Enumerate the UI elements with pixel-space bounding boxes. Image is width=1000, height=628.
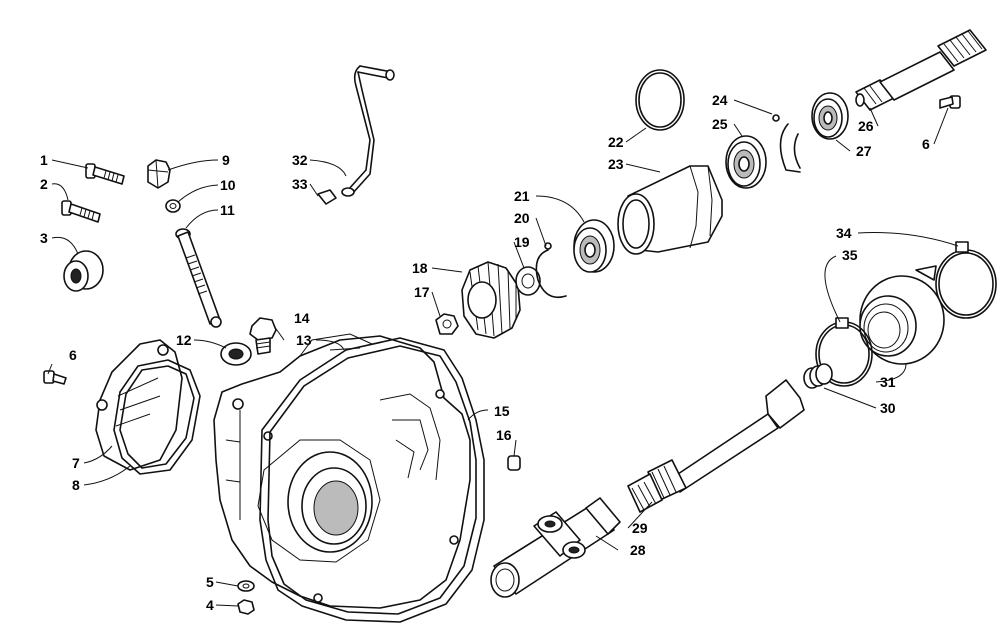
nut-part-4 <box>237 599 255 615</box>
cover-plate-part-7 <box>95 339 183 471</box>
callout-11: 11 <box>220 202 235 218</box>
callout-30: 30 <box>880 400 896 416</box>
bearing-part-27 <box>811 92 849 140</box>
washer-part-19 <box>515 266 541 296</box>
callout-9: 9 <box>222 152 230 168</box>
callout-14: 14 <box>294 310 310 326</box>
callout-3: 3 <box>40 230 48 246</box>
dowel-pin-part-16 <box>507 455 521 471</box>
callout-12: 12 <box>176 332 192 348</box>
snap-ring-part-24 <box>772 114 801 173</box>
bearing-housing-part-23 <box>617 165 723 255</box>
callout-34: 34 <box>836 225 852 241</box>
callout-10: 10 <box>220 177 236 193</box>
callout-29: 29 <box>632 520 648 536</box>
drive-shaft-part-29 <box>627 379 805 513</box>
callout-21: 21 <box>514 188 530 204</box>
spring-part-30 <box>803 363 833 389</box>
callout-24: 24 <box>712 92 728 108</box>
boot-part-31 <box>859 265 945 365</box>
bolt-part-6-left <box>43 370 67 385</box>
plug-part-9 <box>147 159 171 189</box>
callout-26: 26 <box>858 118 874 134</box>
breather-tube-part-32 <box>341 65 395 197</box>
callout-23: 23 <box>608 156 624 172</box>
output-shaft-part-26 <box>855 29 987 111</box>
bolt-part-6-right <box>939 95 961 109</box>
callout-32: 32 <box>292 152 308 168</box>
clamp-part-33 <box>317 189 337 205</box>
bolt-part-1 <box>85 163 125 185</box>
o-ring-part-22 <box>635 69 685 131</box>
bearing-part-25 <box>725 135 767 189</box>
drain-plug-part-14 <box>249 317 277 355</box>
leader-lines <box>47 99 959 607</box>
callout-labels: 1 2 3 6 7 8 9 10 11 12 13 14 15 16 5 4 3… <box>40 92 930 613</box>
gasket-part-8 <box>113 359 201 475</box>
callout-1: 1 <box>40 152 48 168</box>
washer-part-5 <box>237 580 255 592</box>
callout-20: 20 <box>514 210 530 226</box>
housing-part-13 <box>213 333 471 609</box>
callout-19: 19 <box>514 234 530 250</box>
callout-8: 8 <box>72 477 80 493</box>
shaft-part-11 <box>175 228 222 328</box>
callout-33: 33 <box>292 176 308 192</box>
snap-ring-part-20 <box>535 242 567 299</box>
callout-25: 25 <box>712 116 728 132</box>
seal-part-12 <box>220 342 252 366</box>
gasket-part-15 <box>259 337 485 623</box>
bearing-part-21 <box>573 219 615 273</box>
callout-35: 35 <box>842 247 858 263</box>
bolt-part-2 <box>61 200 101 223</box>
callout-6-right: 6 <box>922 136 930 152</box>
callout-28: 28 <box>630 542 646 558</box>
callout-4: 4 <box>206 597 214 613</box>
bevel-gear-part-18 <box>461 261 521 339</box>
callout-17: 17 <box>414 284 430 300</box>
callout-18: 18 <box>412 260 428 276</box>
nut-part-17 <box>435 313 459 335</box>
oil-seal-part-3 <box>63 250 104 292</box>
clamp-part-34 <box>935 241 997 319</box>
callout-15: 15 <box>494 403 510 419</box>
callout-5: 5 <box>206 574 214 590</box>
callout-6-left: 6 <box>69 347 77 363</box>
callout-16: 16 <box>496 427 512 443</box>
clamp-part-35 <box>815 317 873 387</box>
callout-7: 7 <box>72 455 80 471</box>
callout-2: 2 <box>40 176 48 192</box>
callout-27: 27 <box>856 143 872 159</box>
callout-22: 22 <box>608 134 624 150</box>
washer-part-10 <box>165 199 181 213</box>
callout-31: 31 <box>880 374 896 390</box>
u-joint-yoke-part-28 <box>490 497 621 598</box>
callout-13: 13 <box>296 332 312 348</box>
